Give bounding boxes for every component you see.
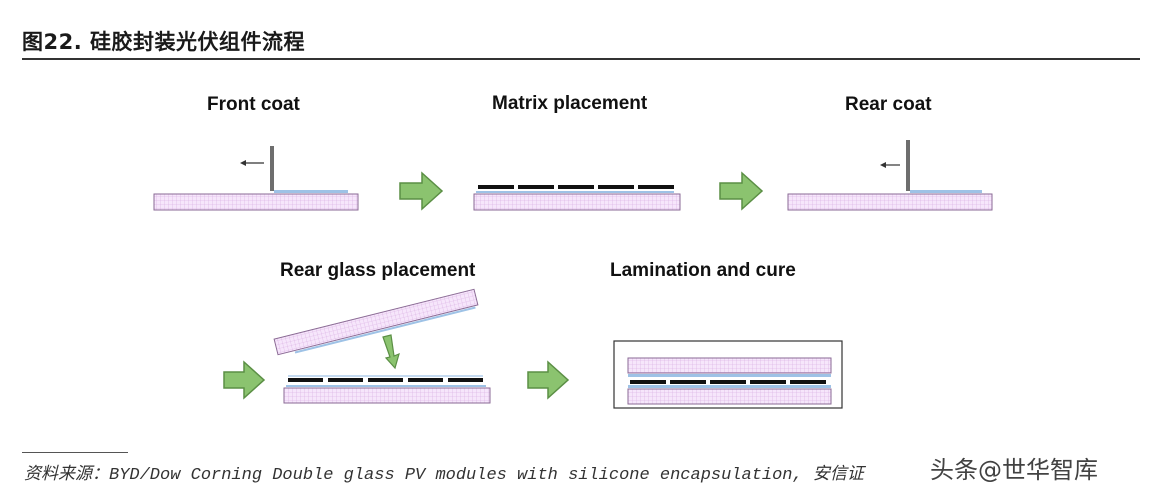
cell [790, 380, 826, 384]
front-silicone-layer [274, 190, 348, 193]
source-rule [22, 452, 128, 453]
front-squeegee [270, 146, 274, 191]
down-arrow [382, 334, 400, 370]
flow-arrow-1 [399, 171, 444, 211]
step-label-matrix-placement: Matrix placement [492, 93, 648, 114]
cell [598, 185, 634, 189]
front-glass [153, 193, 359, 211]
cell [518, 185, 554, 189]
step-label-rear-glass-placement: Rear glass placement [280, 260, 476, 281]
matrix-silicone-layer [476, 191, 674, 193]
rear-coat-step [787, 140, 993, 211]
front-direction-arrowhead [240, 160, 246, 166]
bottom-silicone-layer [286, 385, 486, 387]
rear-silicone-layer [910, 190, 982, 193]
matrix-placement-step [473, 185, 681, 211]
cell-silicone-top [288, 375, 483, 377]
rear-direction-arrowhead [880, 162, 886, 168]
step-label-rear-coat: Rear coat [845, 94, 932, 115]
figure-title: 图22. 硅胶封装光伏组件流程 [22, 30, 306, 54]
tilted-rear-glass [273, 288, 479, 356]
rear-glass [787, 193, 993, 211]
laminate-bottom-glass [627, 388, 832, 405]
cell [630, 380, 666, 384]
tilted-glass-silicone [294, 306, 476, 354]
source-note: 资料来源：BYD/Dow Corning Double glass PV mod… [24, 466, 864, 485]
cell [558, 185, 594, 189]
cell [710, 380, 746, 384]
step-label-lamination: Lamination and cure [610, 260, 796, 281]
watermark: 头条@世华智库 [930, 456, 1098, 484]
laminate-silicone-bottom [628, 385, 831, 388]
cell [638, 185, 674, 189]
lamination-step [613, 340, 843, 409]
cell [448, 378, 483, 382]
flow-arrow-4 [527, 360, 570, 400]
rear-squeegee [906, 140, 910, 191]
step-label-front-coat: Front coat [207, 94, 300, 115]
flow-arrow-3 [223, 360, 266, 400]
cell [478, 185, 514, 189]
title-rule [22, 58, 1140, 60]
cell [368, 378, 403, 382]
cell [750, 380, 786, 384]
cell [328, 378, 363, 382]
laminate-top-glass [627, 357, 832, 374]
front-coat-step [153, 146, 359, 211]
rear-glass-placement-step [273, 288, 491, 404]
laminate-silicone-top [628, 374, 831, 377]
flow-arrow-2 [719, 171, 764, 211]
matrix-glass [473, 193, 681, 211]
cell [670, 380, 706, 384]
cell [408, 378, 443, 382]
bottom-glass [283, 387, 491, 404]
cell [288, 378, 323, 382]
